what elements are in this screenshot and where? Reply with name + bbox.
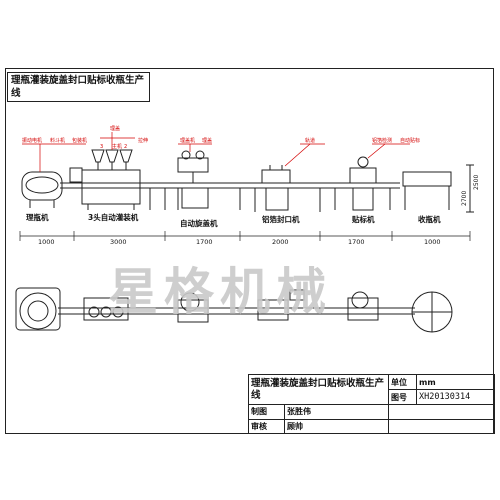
machine-unscrambler (21, 171, 63, 208)
top-labeler (347, 291, 379, 321)
annotation-text: 自动贴标 (400, 137, 420, 144)
unit-label: 单位 (388, 373, 418, 391)
dimension-label: 3000 (110, 238, 127, 246)
machine-collector (402, 171, 452, 210)
drawing-frame (5, 68, 494, 434)
watermark-text: 星格机械 (108, 262, 332, 321)
top-unscrambler (15, 287, 61, 331)
machine-label: 自动旋盖机 (180, 218, 218, 228)
top-capper (177, 292, 209, 323)
drawn-by-label: 制图 (248, 404, 285, 420)
top-view (15, 287, 453, 333)
annotation-text: 轨道 (305, 137, 315, 144)
machine-label: 贴标机 (352, 214, 375, 224)
empty-cell (388, 418, 496, 435)
annotation-text: 理盖机 (180, 137, 195, 144)
annotation-labels: 振动电机 料斗机 包装机 理盖 3 主机 2 拉伸 理盖机 理盖 轨道 铝箔检测… (22, 125, 420, 150)
dimension-label: 2000 (272, 238, 289, 246)
machine-label: 3头自动灌装机 (88, 212, 139, 222)
dimension-labels: 1000 3000 1700 2000 1700 1000 (38, 238, 441, 246)
conveyor-legs (149, 188, 391, 212)
front-view (21, 149, 474, 213)
height-label: 2700 (461, 191, 468, 206)
machine-label: 铝箔封口机 (262, 214, 300, 224)
annotation-text: 3 (100, 144, 103, 150)
title-block: 理瓶灌装旋盖封口贴标收瓶生产线 单位 mm 图号 XH20130314 制图 张… (247, 373, 496, 435)
dimension-label: 1000 (424, 238, 441, 246)
machine-capper (177, 150, 209, 209)
top-sealer (257, 289, 305, 321)
top-filler (83, 297, 129, 321)
drawing-no-value: XH20130314 (416, 389, 496, 406)
checked-by-label: 审核 (248, 418, 285, 435)
dimension-label: 1000 (38, 238, 55, 246)
machine-label: 理瓶机 (26, 212, 49, 222)
annotation-text: 拉伸 (138, 137, 148, 144)
annotation-text: 理盖 (202, 137, 212, 144)
dimension-line (19, 231, 471, 241)
height-label: 2500 (473, 175, 480, 190)
machine-sealer (261, 165, 291, 211)
annotation-text: 铝箔检测 (372, 137, 392, 144)
machine-labeler (349, 156, 377, 211)
title-block-title: 理瓶灌装旋盖封口贴标收瓶生产线 (247, 373, 390, 406)
annotations (22, 132, 410, 172)
machine-label: 收瓶机 (418, 214, 441, 224)
top-collector (411, 291, 453, 333)
annotation-text: 主机 (112, 143, 122, 150)
drawn-by-value: 张胜伟 (283, 404, 390, 420)
empty-cell (388, 404, 496, 420)
checked-by-value: 顾帅 (283, 418, 390, 435)
annotation-text: 料斗机 (50, 137, 65, 144)
annotation-text: 振动电机 (22, 137, 42, 144)
machine-filler (69, 149, 141, 210)
machine-labels: 理瓶机 3头自动灌装机 自动旋盖机 铝箔封口机 贴标机 收瓶机 (26, 212, 441, 228)
drawing-no-label: 图号 (388, 389, 418, 406)
dimension-label: 1700 (196, 238, 213, 246)
annotation-text: 包装机 (72, 137, 87, 144)
unit-value: mm (416, 373, 496, 391)
annotation-text: 2 (124, 144, 127, 150)
drawing-title: 理瓶灌装旋盖封口贴标收瓶生产线 (7, 72, 150, 102)
annotation-text: 理盖 (110, 125, 120, 132)
dimension-label: 1700 (348, 238, 365, 246)
